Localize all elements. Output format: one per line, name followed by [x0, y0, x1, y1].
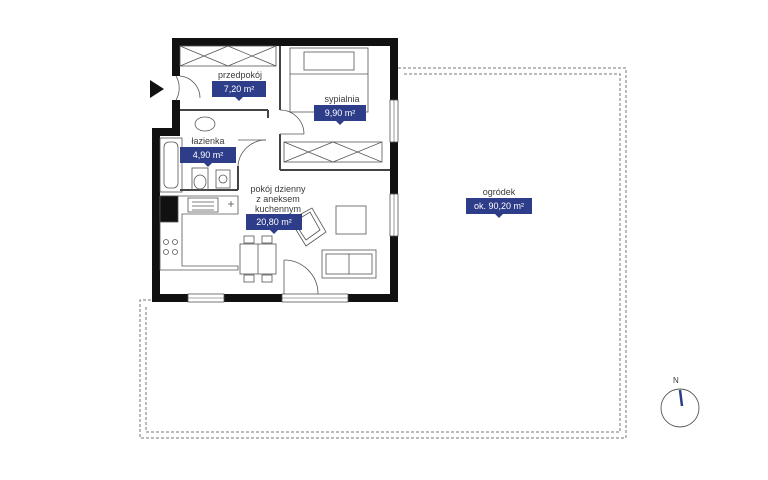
- hallway-area-badge: 7,20 m²: [212, 81, 266, 101]
- living-name-line3: kuchennym: [254, 204, 302, 214]
- bedroom-wardrobe: [283, 141, 383, 163]
- living-furniture: [289, 205, 377, 279]
- kitchen-counter: [159, 195, 239, 271]
- entrance-arrow-icon: [150, 80, 164, 98]
- bedroom-area-badge: 9,90 m²: [314, 105, 366, 125]
- dining-table: [239, 235, 277, 283]
- bathroom-area-badge: 4,90 m²: [180, 147, 236, 167]
- bedroom-door: [279, 109, 305, 135]
- bathroom-name: łazienka: [191, 136, 225, 146]
- garden-area-badge: ok. 90,20 m²: [466, 198, 532, 218]
- entrance-door: [175, 75, 201, 101]
- garden-name: ogródek: [482, 187, 516, 197]
- terrace-door: [283, 259, 319, 295]
- bathroom-fixtures: [159, 116, 231, 193]
- exterior-walls: [152, 38, 398, 302]
- living-name-line2: z aneksem: [256, 194, 300, 204]
- garden-hedge: [139, 67, 627, 439]
- bedroom-name: sypialnia: [324, 94, 360, 104]
- living-name-line1: pokój dzienny: [250, 184, 306, 194]
- hallway-name: przedpokój: [217, 70, 263, 80]
- living-area-badge: 20,80 m²: [246, 214, 302, 234]
- windows: [187, 99, 399, 303]
- interior-walls: [180, 46, 390, 191]
- hallway-wardrobe: [179, 45, 277, 67]
- compass-icon: [660, 388, 700, 428]
- compass-north-label: N: [673, 376, 679, 385]
- bathroom-door: [237, 139, 267, 167]
